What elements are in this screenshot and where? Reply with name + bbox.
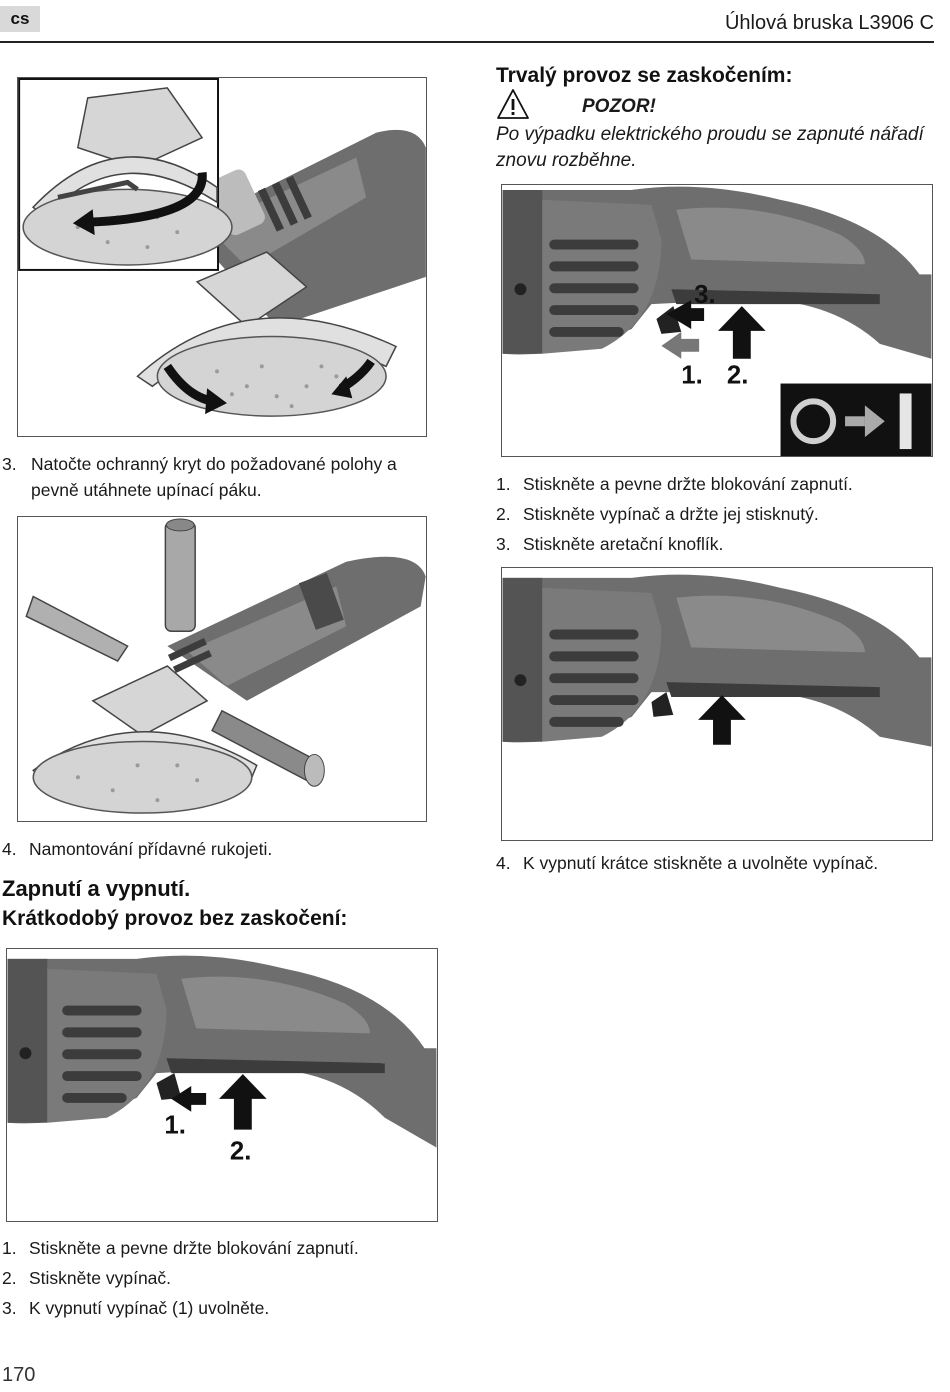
warning-icon xyxy=(497,89,529,119)
language-badge: cs xyxy=(0,6,40,32)
power-on-bar-icon xyxy=(899,393,912,450)
short-step2-label: 2. xyxy=(230,1137,252,1165)
cont-step3-label: 3. xyxy=(694,281,716,309)
warning-text: Po výpadku elektrického proudu se zapnut… xyxy=(496,124,924,171)
cont-step-1: 1.Stiskněte a pevne držte blokování zapn… xyxy=(496,474,853,494)
cont-step-3: 3.Stiskněte aretační knoflík. xyxy=(496,534,724,554)
heading-switch-on-off: Zapnutí a vypnutí. xyxy=(2,876,191,901)
header-divider xyxy=(0,41,934,43)
caption-guard-adjustment: 3.Natočte ochranný kryt do požadované po… xyxy=(2,454,397,500)
short-step-2: 2.Stiskněte vypínač. xyxy=(2,1268,172,1288)
grinder-guard-illustration xyxy=(18,78,426,417)
switch-off-illustration xyxy=(502,574,932,747)
short-step-1: 1.Stiskněte a pevne držte blokování zapn… xyxy=(2,1238,359,1258)
grinder-handle-illustration xyxy=(25,518,426,814)
warning-title: POZOR! xyxy=(582,96,656,117)
caption-switch-off: 4.K vypnutí krátce stiskněte a uvolněte … xyxy=(496,853,879,873)
switch-continuous-illustration: 3. 1. 2. xyxy=(502,186,932,456)
arrow-right-icon xyxy=(864,405,885,438)
figure-short-operation: 1. 2. xyxy=(6,948,438,1222)
cont-step-2: 2.Stiskněte vypínač a držte jej stisknut… xyxy=(496,504,819,524)
figure-auxiliary-handle xyxy=(17,516,427,822)
short-step1-label: 1. xyxy=(164,1112,186,1140)
cont-step2-label: 2. xyxy=(727,362,749,390)
caption-auxiliary-handle: 4.Namontování přídavné rukojeti. xyxy=(2,839,273,859)
header-title: Úhlová bruska L3906 C xyxy=(724,12,934,34)
figure-guard-adjustment xyxy=(17,77,427,437)
page-number: 170 xyxy=(2,1364,36,1386)
heading-short-operation: Krátkodobý provoz bez zaskočení: xyxy=(2,907,348,930)
heading-continuous-operation: Trvalý provoz se zaskočením: xyxy=(496,64,793,87)
cont-step1-label: 1. xyxy=(681,362,703,390)
power-off-circle-icon xyxy=(790,398,837,445)
figure-continuous-operation: 3. 1. 2. xyxy=(501,184,933,457)
short-step-3: 3.K vypnutí vypínač (1) uvolněte. xyxy=(2,1298,270,1318)
figure-switch-off xyxy=(501,567,933,841)
switch-short-illustration: 1. 2. xyxy=(7,955,437,1165)
